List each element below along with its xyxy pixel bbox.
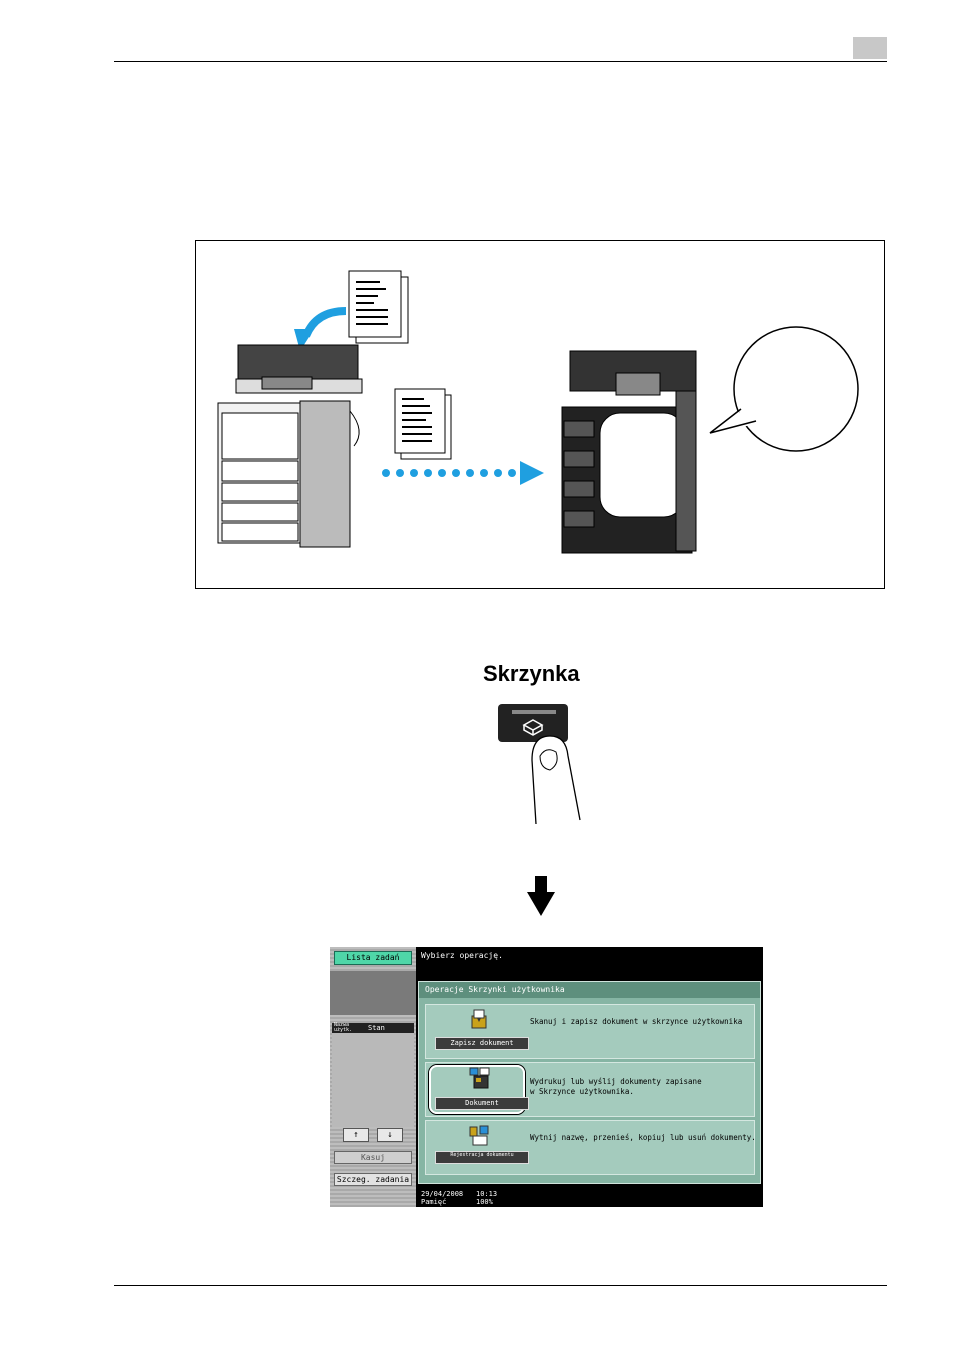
row-register-document: Rejestracja dokumentu Wytnij nazwę, prze…: [425, 1120, 756, 1175]
status-column: Stan: [368, 1024, 385, 1032]
scroll-down-button[interactable]: ↓: [377, 1128, 403, 1142]
speech-bubble-icon: [709, 326, 859, 452]
dotted-arrow-icon: [382, 461, 544, 485]
down-arrow-icon: [527, 876, 555, 916]
time-readout: 10:13: [476, 1190, 498, 1198]
job-status-list: [332, 1033, 414, 1127]
row-save-document: Zapisz dokument Skanuj i zapisz dokument…: [425, 1004, 755, 1059]
job-status-header: Nazwa użytk. Stan: [332, 1023, 414, 1033]
left-column: Lista zadań Nazwa użytk. Stan ↑ ↓ Kasuj …: [330, 947, 416, 1207]
box-key-label: Skrzynka: [483, 661, 580, 686]
document-box-icon: [469, 1067, 490, 1089]
save-document-description: Skanuj i zapisz dokument w skrzynce użyt…: [530, 1017, 743, 1026]
touch-panel: Lista zadań Nazwa użytk. Stan ↑ ↓ Kasuj …: [330, 947, 763, 1207]
box-key-button: [498, 704, 568, 742]
job-list-button[interactable]: Lista zadań: [334, 951, 412, 965]
memory-value: 100%: [476, 1198, 493, 1206]
save-document-icon: [471, 1009, 487, 1029]
arrow-down-icon: ↓: [387, 1130, 393, 1140]
document-stack-icon: [348, 270, 409, 344]
scroll-up-button[interactable]: ↑: [343, 1128, 369, 1142]
illustration-svg: [217, 270, 859, 554]
box-illustration: [195, 240, 885, 589]
arrow-up-icon: ↑: [353, 1130, 359, 1140]
job-details-button[interactable]: Szczeg. zadania: [334, 1173, 412, 1186]
left-printer-icon: [217, 344, 363, 548]
user-box-operations-group: Operacje Skrzynki użytkownika Zapisz dok…: [418, 981, 761, 1184]
status-footer: 29/04/2008 10:13 Pamięć 100%: [416, 1188, 763, 1207]
finger-icon: [531, 735, 581, 825]
row-document: Dokument Wydrukuj lub wyślij dokumenty z…: [425, 1062, 755, 1117]
main-area: Wybierz operację. Operacje Skrzynki użyt…: [416, 947, 763, 1207]
save-document-button[interactable]: Zapisz dokument: [435, 1037, 529, 1050]
document-description: Wydrukuj lub wyślij dokumenty zapisane w…: [530, 1077, 702, 1096]
memory-label: Pamięć: [421, 1198, 447, 1206]
box-key-illustration: [498, 704, 581, 825]
header-rule: [114, 61, 887, 62]
user-name-column: Nazwa użytk.: [334, 1022, 353, 1033]
left-band: [330, 971, 416, 1015]
document-button[interactable]: Dokument: [435, 1097, 529, 1110]
register-document-icon: [469, 1125, 489, 1146]
selection-highlight: [429, 1065, 525, 1114]
register-document-description: Wytnij nazwę, przenieś, kopiuj lub usuń …: [530, 1133, 756, 1142]
chapter-tab: [853, 37, 887, 59]
delete-button[interactable]: Kasuj: [334, 1151, 412, 1164]
box-icon: [522, 719, 544, 736]
footer-rule: [114, 1285, 887, 1286]
register-document-button[interactable]: Rejestracja dokumentu: [435, 1151, 529, 1164]
right-printer-icon: [561, 350, 697, 554]
curved-arrow-icon: [302, 307, 347, 338]
document-icon: [394, 388, 452, 460]
operation-prompt: Wybierz operację.: [421, 951, 503, 960]
group-title: Operacje Skrzynki użytkownika: [419, 982, 760, 998]
date-readout: 29/04/2008: [421, 1190, 464, 1198]
